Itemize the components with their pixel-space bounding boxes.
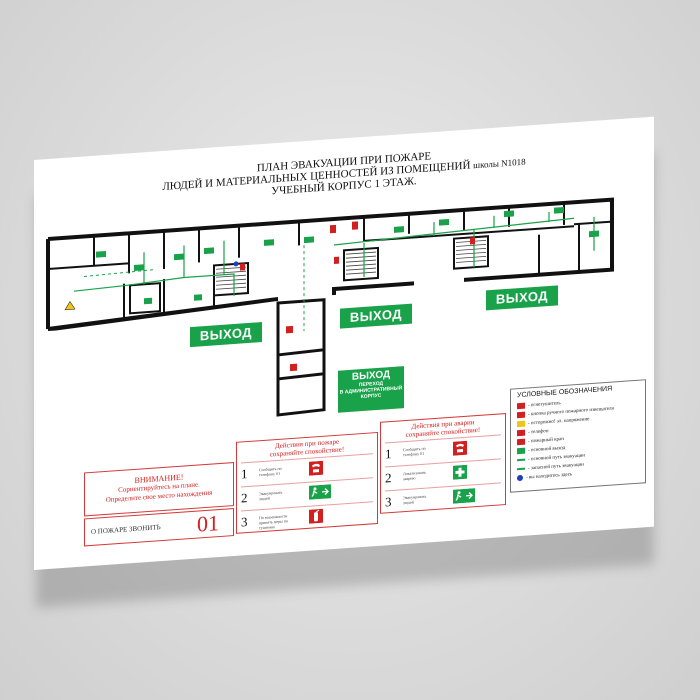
fire-step-1-number: 1 [241,466,248,482]
fire-step-1: 1 Сообщить по телефону 01 [241,453,373,486]
running-man-exit-icon [309,484,331,500]
accident-step-1-text: Сообщить по телефону 01 [403,445,426,458]
interior-walls [48,202,612,320]
reserve-route-icon [517,467,525,471]
fire-step-1-text: Сообщить по телефону 01 [259,465,282,478]
accident-step-3-text: Эвакуировать людей [403,493,427,506]
phone-icon [517,429,525,437]
fire-call-label: О ПОЖАРЕ ЗВОНИТЬ [91,523,161,537]
fire-step-3-text: По возможности принять меры по тушению [259,513,288,531]
main-exit-icon [517,447,525,455]
fire-step-3: 3 По возможности принять меры по тушению [241,501,373,534]
accident-step-2-text: Локализовать аварию [403,469,427,482]
evacuation-plan-sheet: ПЛАН ЭВАКУАЦИИ ПРИ ПОЖАРЕ ЛЮДЕЙ И МАТЕРИ… [34,116,654,570]
accident-step-1-number: 1 [385,446,392,462]
voltage-warning-icon [64,301,76,311]
you-are-here-icon [517,474,523,482]
accident-step-2: 2 Локализовать аварию [385,458,501,490]
accident-step-3-number: 3 [385,494,392,510]
legend-item-1-label: - огнетушитель [528,401,561,409]
fire-equipment-marks [240,221,475,372]
phone-icon [453,440,467,456]
voltage-icon [517,420,525,428]
outer-walls [46,197,614,332]
reserve-routes [83,245,305,332]
accident-step-3: 3 Эвакуировать людей [385,482,501,514]
accident-actions-panel: Действия при аварии сохраняйте спокойств… [380,412,506,514]
legend-panel: УСЛОВНЫЕ ОБОЗНАЧЕНИЯ - огнетушитель - кн… [510,379,646,493]
phone-icon [309,460,323,476]
extinguisher-icon [517,402,525,410]
admin-wing-walls [276,298,326,417]
main-route-icon [517,458,525,462]
legend-item-4-label: - телефон [528,429,549,436]
fire-hydrant-icon [517,438,525,446]
fire-step-2-text: Эвакуировать людей [259,489,283,502]
fire-actions-panel: Действия при пожаре сохраняйте спокойств… [236,431,378,534]
accident-step-2-number: 2 [385,470,392,486]
running-man-exit-icon [453,488,475,504]
legend-item-9-label: - вы находитесь здесь [526,472,573,481]
route-signs [96,206,599,305]
fire-call-number: 01 [197,510,219,537]
fire-extinguisher-icon [309,508,323,524]
fire-step-3-number: 3 [241,514,248,530]
accident-step-1: 1 Сообщить по телефону 01 [385,434,501,466]
first-aid-icon [453,464,467,480]
alarm-button-icon [517,411,525,419]
fire-step-2: 2 Эвакуировать людей [241,477,373,510]
you-are-here-marker [233,261,239,267]
stair-hatching [216,239,486,290]
exit-sign-admin: ВЫХОД ПЕРЕХОД В АДМИНИСТРАТИВНЫЙ КОРПУС [338,366,404,413]
floor-plan [46,197,614,417]
fire-step-2-number: 2 [241,490,248,506]
